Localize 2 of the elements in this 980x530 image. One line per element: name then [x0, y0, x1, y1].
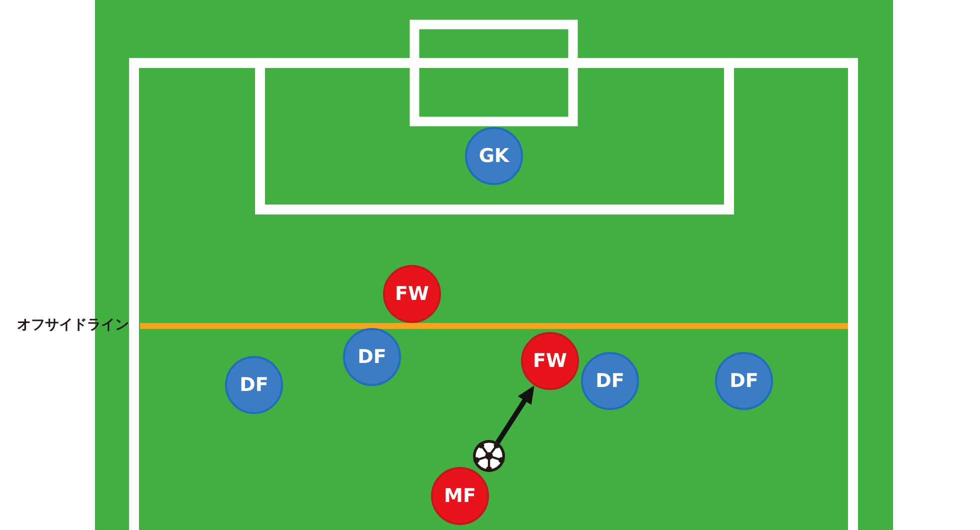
ball-icon [473, 440, 505, 472]
arrow [496, 385, 534, 444]
